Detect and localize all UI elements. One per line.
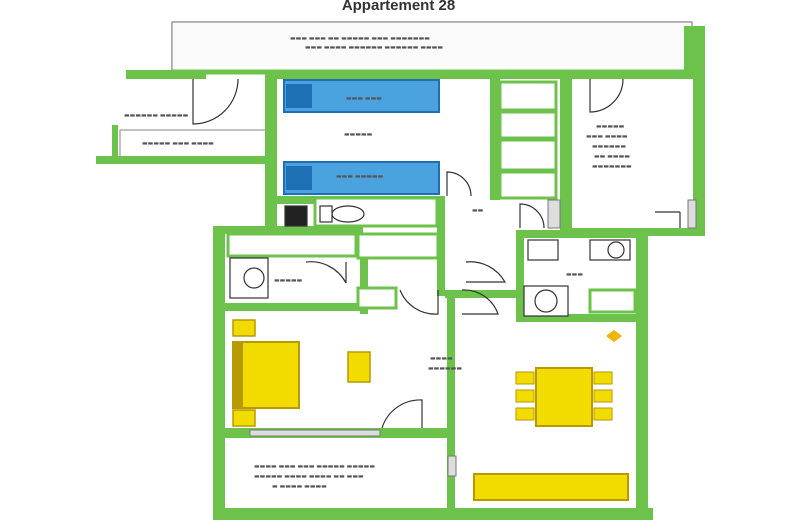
closet-door bbox=[655, 211, 681, 228]
armchair-top bbox=[232, 319, 256, 337]
doors bbox=[192, 78, 681, 429]
storage-boxes bbox=[226, 80, 637, 314]
chair-r1 bbox=[593, 371, 613, 385]
label-bathroom: ▬▬▬▬▬ bbox=[274, 277, 303, 284]
bed-lower-pillow bbox=[286, 166, 312, 190]
bed-upper-pillow bbox=[286, 84, 312, 108]
label-living: ▬▬▬▬ bbox=[430, 355, 453, 362]
sink bbox=[243, 267, 265, 289]
terrace-text-1: ▬▬▬ ▬▬▬ ▬▬ ▬▬▬▬▬ ▬▬▬ ▬▬▬▬▬▬▬ bbox=[290, 35, 430, 42]
label-room-right-3: ▬▬▬▬▬▬ bbox=[592, 143, 626, 150]
room-labels: ▬▬▬▬▬▬ ▬▬▬▬▬ ▬▬▬▬▬ ▬▬▬ ▬▬▬▬ ▬▬▬ ▬▬▬ ▬▬▬▬… bbox=[124, 95, 632, 490]
cooktop bbox=[607, 241, 625, 259]
washbasin-bowl bbox=[534, 289, 558, 313]
coffee-table bbox=[347, 351, 371, 383]
sofa-back bbox=[233, 342, 243, 408]
living-door-1 bbox=[399, 289, 439, 315]
entry-door bbox=[192, 78, 239, 125]
label-bed-lower: ▬▬▬ ▬▬▬▬▬ bbox=[336, 173, 384, 180]
label-entry-1: ▬▬▬▬ ▬▬▬ ▬▬▬ ▬▬▬▬▬ ▬▬▬▬▬ bbox=[254, 463, 375, 470]
stove bbox=[527, 239, 559, 261]
label-room-right-2: ▬▬▬ ▬▬▬▬ bbox=[586, 133, 628, 140]
label-storage-left: ▬▬▬▬▬▬ ▬▬▬▬▬ bbox=[124, 112, 189, 119]
armchair-bottom bbox=[232, 409, 256, 427]
label-bed-upper: ▬▬▬ ▬▬▬ bbox=[346, 95, 382, 102]
label-room-right-4: ▬▬ ▬▬▬▬ bbox=[594, 153, 630, 160]
chair-l1 bbox=[515, 371, 535, 385]
fixtures bbox=[229, 205, 631, 317]
label-room-right-5: ▬▬▬▬▬▬▬ bbox=[592, 163, 632, 170]
lamp-icon bbox=[606, 330, 622, 342]
walls bbox=[96, 26, 705, 520]
living-door-2 bbox=[461, 289, 499, 315]
windows bbox=[249, 199, 697, 477]
toilet-tank bbox=[319, 205, 333, 223]
beds bbox=[283, 79, 440, 195]
sideboard bbox=[473, 473, 629, 501]
hall-door-1 bbox=[519, 203, 545, 229]
shower-corner bbox=[284, 205, 308, 227]
terrace: ▬▬▬ ▬▬▬ ▬▬ ▬▬▬▬▬ ▬▬▬ ▬▬▬▬▬▬▬ ▬▬▬ ▬▬▬▬ ▬▬… bbox=[171, 21, 693, 75]
living-furniture bbox=[232, 319, 629, 501]
label-living-2: ▬▬▬▬▬▬ bbox=[428, 365, 462, 372]
bath-door bbox=[305, 261, 347, 284]
label-entry-3: ▬ ▬▬▬▬ ▬▬▬▬ bbox=[272, 483, 327, 490]
living-door-3 bbox=[381, 399, 423, 429]
chair-r3 bbox=[593, 407, 613, 421]
hall-door-2 bbox=[465, 261, 507, 283]
label-room-right: ▬▬▬▬▬ bbox=[596, 123, 625, 130]
label-bedroom: ▬▬▬▬▬ bbox=[344, 131, 373, 138]
chair-r2 bbox=[593, 389, 613, 403]
plan-title: Appartement 28 bbox=[341, 0, 456, 14]
dining-table bbox=[535, 367, 593, 427]
sofa bbox=[232, 341, 300, 409]
label-hall: ▬▬ bbox=[472, 207, 484, 214]
chair-l3 bbox=[515, 407, 535, 421]
terrace-text-2: ▬▬▬ ▬▬▬▬ ▬▬▬▬▬▬ ▬▬▬▬▬▬ ▬▬▬▬ bbox=[305, 44, 443, 51]
label-kitchen: ▬▬▬ bbox=[566, 271, 583, 278]
label-storage-left-2: ▬▬▬▬▬ ▬▬▬ ▬▬▬▬ bbox=[142, 140, 214, 147]
room-door-top-right bbox=[589, 78, 624, 113]
toilet bbox=[331, 205, 365, 223]
chair-l2 bbox=[515, 389, 535, 403]
label-entry-2: ▬▬▬▬▬ ▬▬▬▬ ▬▬▬▬ ▬▬ ▬▬▬ bbox=[254, 473, 364, 480]
bedroom-door bbox=[446, 171, 472, 197]
